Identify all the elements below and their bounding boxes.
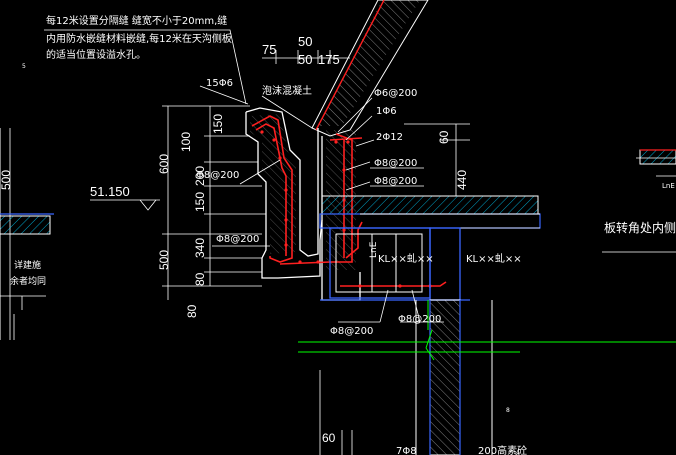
label-phi8-200-b: Φ8@200 — [374, 176, 417, 187]
dim-top-175: 175 — [318, 52, 340, 67]
label-phi6-200: Φ6@200 — [374, 88, 417, 99]
label-left-vertical: 500 — [0, 170, 13, 190]
rebar-gutter — [251, 115, 447, 287]
dim-v-340: 340 — [193, 238, 207, 258]
label-1phi6: 1Φ6 — [376, 106, 397, 117]
dim-v-80b: 80 — [185, 304, 199, 318]
label-2phi12: 2Φ12 — [376, 132, 403, 143]
dim-top-50: 50 — [298, 34, 312, 49]
label-phi8-200-bottom1: Φ8@200 — [330, 326, 373, 337]
label-phi8-200-a: Φ8@200 — [374, 158, 417, 169]
dim-v-440: 440 — [455, 170, 469, 190]
label-kl2: KL××虬×× — [466, 253, 522, 265]
axis-lines — [298, 300, 676, 361]
label-right-small: LnE — [662, 182, 675, 190]
beam-rebar — [335, 233, 423, 293]
left-fragment — [0, 128, 54, 340]
dim-v-200: 200 — [193, 166, 207, 186]
note-line-2: 内用防水嵌缝材料嵌缝,每12米在天沟侧板 — [46, 32, 232, 45]
label-lae: LnE — [369, 241, 379, 258]
label-top-small: 8 — [516, 451, 520, 455]
notes-block: 每12米设置分隔缝 缝宽不小于20mm,缝 内用防水嵌缝材料嵌缝,每12米在天沟… — [46, 14, 232, 61]
label-phi8-200-bottom2: Φ8@200 — [398, 314, 441, 325]
dim-top-50b: 50 — [298, 52, 312, 67]
label-left-top-small: 5 — [22, 63, 26, 70]
leader-lines — [44, 29, 444, 323]
dim-v-150b: 150 — [193, 192, 207, 212]
label-bottom-right: 8 — [506, 407, 510, 414]
label-right-title: 板转角处内侧 — [604, 220, 676, 235]
roof-slope — [311, 0, 429, 137]
dim-v-500: 500 — [157, 250, 171, 270]
dim-top-75: 75 — [262, 42, 276, 57]
label-phi8-200-mid: Φ8@200 — [196, 170, 239, 181]
dim-v-600: 600 — [157, 154, 171, 174]
floor-slab — [319, 195, 541, 229]
dim-v-60: 60 — [437, 130, 451, 144]
dim-v-60b: 60 — [322, 431, 336, 445]
dim-v-100: 100 — [179, 132, 193, 152]
label-15phi6: 15Φ6 — [206, 78, 233, 89]
note-line-1: 每12米设置分隔缝 缝宽不小于20mm,缝 — [46, 14, 227, 27]
right-fragment — [602, 149, 676, 253]
note-line-3: 的适当位置设溢水孔。 — [46, 48, 146, 61]
label-kl1: KL××虬×× — [378, 253, 434, 265]
label-phi8-200-left: Φ8@200 — [216, 234, 259, 245]
label-left-note1: 详建施 — [14, 259, 41, 271]
label-slope-concrete: 泡沫混凝土 — [262, 84, 312, 97]
label-200-concrete: 200高素砼 — [478, 444, 527, 455]
label-7phi: 7Φ8 — [396, 446, 417, 455]
label-elevation: 51.150 — [90, 184, 130, 199]
label-left-note2: 余者均同 — [10, 275, 46, 287]
dimension-lines — [90, 50, 470, 455]
wall-below — [415, 299, 493, 455]
dim-v-150: 150 — [211, 114, 225, 134]
dim-v-80: 80 — [193, 272, 207, 286]
